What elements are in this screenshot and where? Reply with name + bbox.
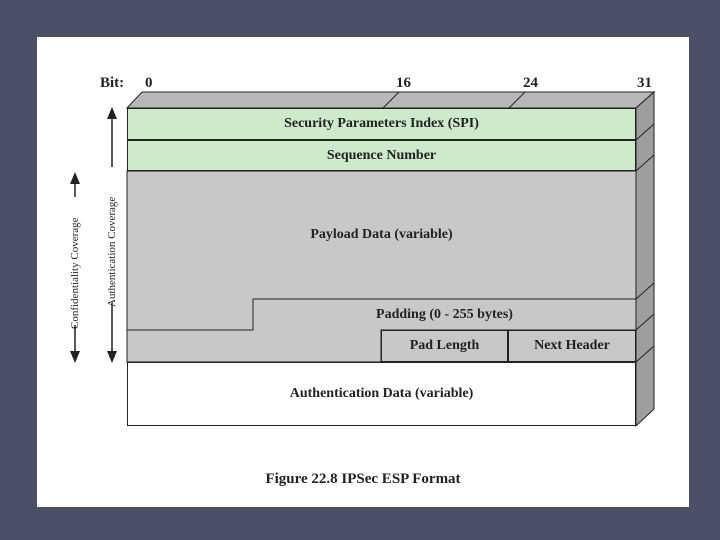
next-header-field: Next Header (508, 330, 636, 362)
padding-label: Padding (0 - 255 bytes) (376, 306, 513, 322)
padding-field: Padding (0 - 255 bytes) (253, 299, 636, 330)
payload-padding-region (126, 170, 637, 363)
packet-3d-frame (125, 90, 656, 428)
figure-caption: Figure 22.8 IPSec ESP Format (265, 471, 461, 487)
authentication-coverage-label: Authentication Coverage (106, 196, 118, 307)
spi-field: Security Parameters Index (SPI) (127, 108, 636, 140)
bit-24-label: 24 (523, 75, 538, 91)
payload-data-field: Payload Data (variable) (127, 171, 636, 299)
bit-16-label: 16 (396, 75, 411, 91)
next-header-label: Next Header (534, 338, 610, 353)
pad-length-field: Pad Length (381, 330, 508, 362)
payload-data-label: Payload Data (variable) (310, 227, 453, 242)
slide: Bit: 0 16 24 31 Security Parameters Inde… (37, 37, 689, 507)
authentication-data-field: Authentication Data (variable) (127, 362, 636, 426)
bit-31-label: 31 (637, 75, 652, 91)
authentication-data-label: Authentication Data (variable) (289, 386, 474, 401)
coverage-arrows (68, 107, 119, 363)
confidentiality-coverage-label: Confidentiality Coverage (69, 217, 81, 330)
spi-field-label: Security Parameters Index (SPI) (284, 116, 479, 131)
pad-length-label: Pad Length (409, 338, 480, 353)
sequence-number-field: Sequence Number (127, 140, 636, 171)
bit-0-label: 0 (145, 75, 153, 91)
sequence-number-label: Sequence Number (326, 147, 437, 163)
bit-prefix-label: Bit: (100, 75, 125, 91)
